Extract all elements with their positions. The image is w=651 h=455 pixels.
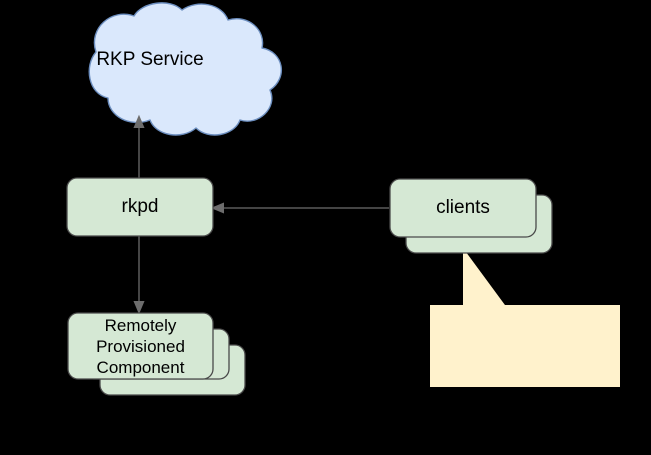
edge-rkpd-to-cloud[interactable] <box>133 114 145 178</box>
edge-clients-to-rkpd[interactable] <box>210 202 389 214</box>
rpc-box-front[interactable] <box>67 312 214 380</box>
callout-note-shape[interactable] <box>430 248 620 387</box>
edge-rkpd-to-rpc[interactable] <box>133 236 145 315</box>
clients-box-front[interactable] <box>389 178 537 238</box>
cloud-shape-rkp-service[interactable] <box>88 2 283 136</box>
rkpd-box[interactable] <box>66 177 214 237</box>
callout-line-1: keystore2 and Identity <box>0 1 147 18</box>
callout-line-3: clients of rkpd <box>0 42 93 59</box>
